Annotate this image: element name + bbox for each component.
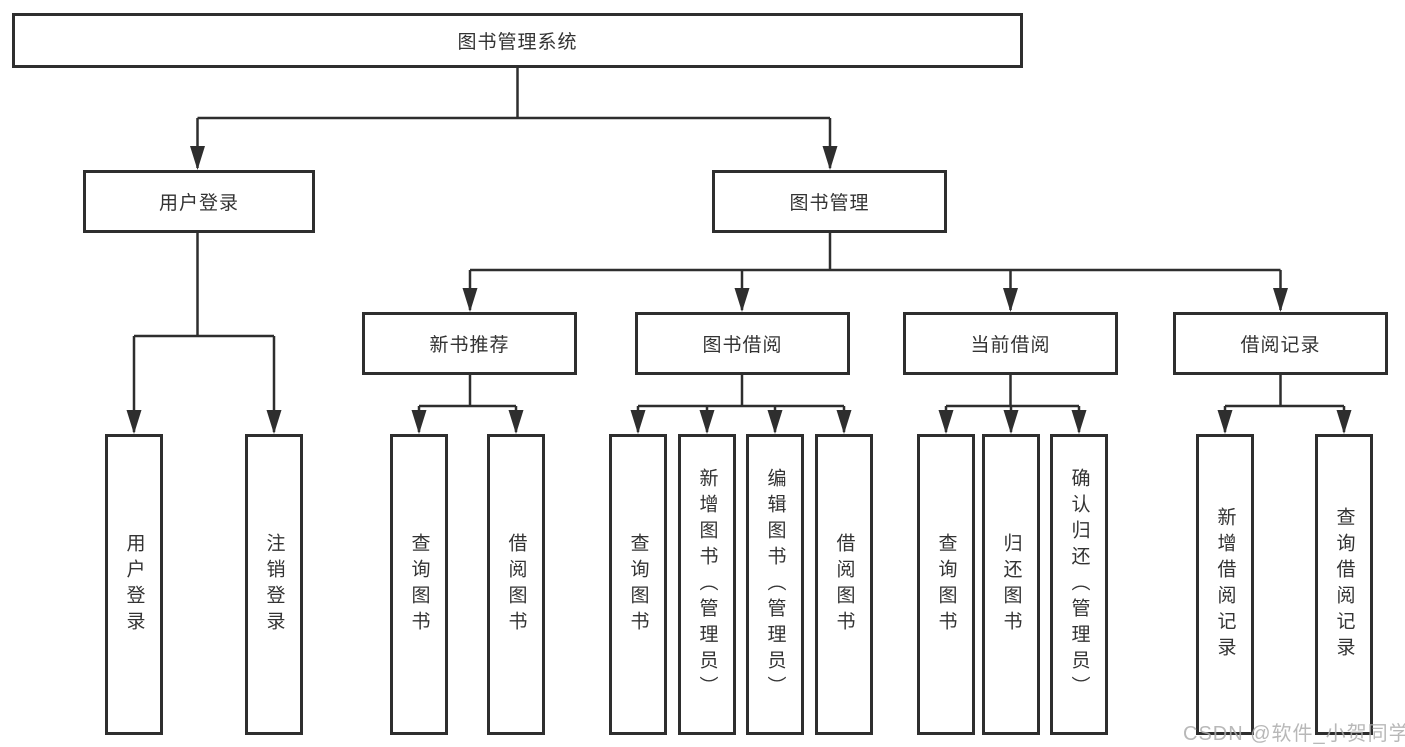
arrow-leaf [1003, 410, 1019, 434]
leaf-add-borrow-record: 新增借阅记录 [1196, 434, 1254, 735]
arrow-new-book [462, 288, 478, 312]
node-new-book-recommend-label: 新书推荐 [429, 335, 510, 356]
node-current-borrow-label: 当前借阅 [970, 335, 1051, 356]
leaf-label: 查询图书 [627, 532, 649, 637]
leaf-confirm-return-admin: 确认归还（管理员） [1050, 434, 1108, 735]
arrow-book-borrow [734, 288, 750, 312]
leaf-borrow-book-newrec: 借阅图书 [487, 434, 545, 735]
leaf-label: 注销登录 [263, 532, 285, 637]
arrow-leaf [767, 410, 783, 434]
leaf-label: 确认归还（管理员） [1068, 467, 1090, 702]
leaf-query-book-newrec: 查询图书 [390, 434, 448, 735]
arrow-leaf [938, 410, 954, 434]
arrow-leaf [1336, 410, 1352, 434]
leaf-borrow-book-borrow: 借阅图书 [815, 434, 873, 735]
arrow-leaf [630, 410, 646, 434]
leaf-edit-book-admin: 编辑图书（管理员） [746, 434, 804, 735]
leaf-label: 归还图书 [1000, 532, 1022, 637]
leaf-label: 新增借阅记录 [1214, 506, 1236, 663]
node-user-login-label: 用户登录 [158, 193, 239, 214]
leaf-label: 用户登录 [123, 532, 145, 637]
node-current-borrow: 当前借阅 [903, 312, 1118, 375]
arrow-user-login [190, 146, 205, 170]
arrow-leaf [699, 410, 715, 434]
leaf-user-login: 用户登录 [105, 434, 163, 735]
leaf-label: 查询图书 [408, 532, 430, 637]
leaf-label: 借阅图书 [505, 532, 527, 637]
arrow-leaf [411, 410, 427, 434]
arrow-book-mgmt [822, 146, 838, 170]
arrow-leaf [508, 410, 524, 434]
arrow-leaf [836, 410, 852, 434]
leaf-label: 借阅图书 [833, 532, 855, 637]
arrow-borrow-records [1273, 288, 1288, 312]
node-new-book-recommend: 新书推荐 [362, 312, 577, 375]
leaf-query-borrow-record: 查询借阅记录 [1315, 434, 1373, 735]
arrow-leaf [1217, 410, 1233, 434]
leaf-logout: 注销登录 [245, 434, 303, 735]
node-borrow-records: 借阅记录 [1173, 312, 1388, 375]
node-book-borrow: 图书借阅 [635, 312, 850, 375]
leaf-label: 查询图书 [935, 532, 957, 637]
arrow-current-borrow [1003, 288, 1018, 312]
leaf-add-book-admin: 新增图书（管理员） [678, 434, 736, 735]
watermark: CSDN @软件_小贺同学 [1183, 723, 1405, 745]
node-book-borrow-label: 图书借阅 [702, 335, 783, 356]
arrow-leaf [126, 410, 142, 434]
arrow-leaf [266, 410, 282, 434]
node-book-management-label: 图书管理 [789, 193, 870, 214]
leaf-label: 新增图书（管理员） [696, 467, 718, 702]
node-user-login: 用户登录 [83, 170, 315, 233]
leaf-label: 查询借阅记录 [1333, 506, 1355, 663]
node-book-management: 图书管理 [712, 170, 947, 233]
leaf-return-book: 归还图书 [982, 434, 1040, 735]
arrow-leaf [1071, 410, 1087, 434]
arrowheads [126, 146, 1352, 434]
leaf-query-book-current: 查询图书 [917, 434, 975, 735]
node-root-label: 图书管理系统 [457, 32, 578, 53]
leaf-query-book-borrow: 查询图书 [609, 434, 667, 735]
node-borrow-records-label: 借阅记录 [1240, 335, 1321, 356]
leaf-label: 编辑图书（管理员） [764, 467, 786, 702]
node-root: 图书管理系统 [12, 13, 1023, 68]
